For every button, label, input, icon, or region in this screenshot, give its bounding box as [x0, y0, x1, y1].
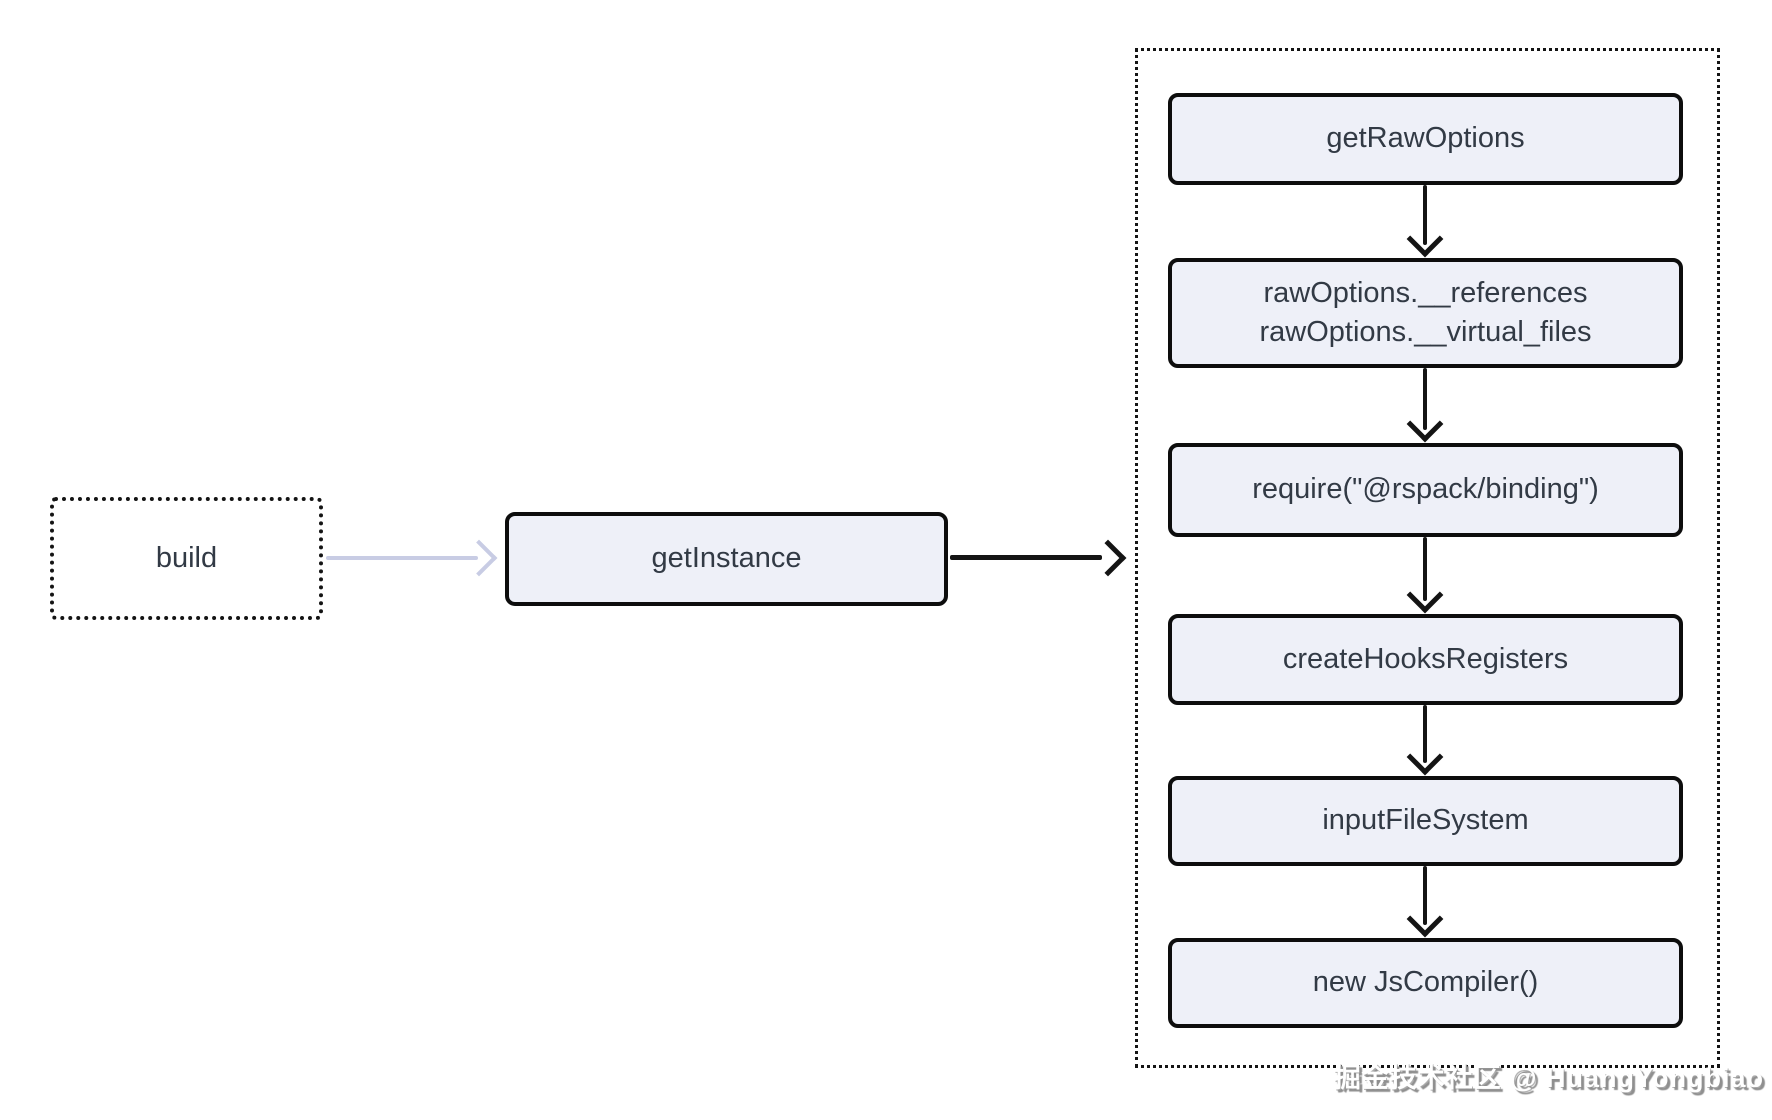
subgraph-container: [1135, 48, 1720, 1068]
arrowhead-right-icon: [1089, 539, 1127, 577]
watermark: 掘金技术社区 @ HuangYongbiao: [1333, 1063, 1764, 1093]
edge-getinstance-to-group-line: [950, 555, 1102, 560]
edge-chain-3-line: [1423, 705, 1427, 763]
node-getinstance-label: getInstance: [651, 542, 802, 575]
node-getrawoptions-label: getRawOptions: [1326, 122, 1525, 155]
node-require-binding: require("@rspack/binding"): [1168, 443, 1683, 537]
node-getrawoptions: getRawOptions: [1168, 93, 1683, 185]
node-inputfilesystem-label: inputFileSystem: [1322, 804, 1529, 837]
node-createhooksregisters-label: createHooksRegisters: [1282, 642, 1569, 675]
edge-chain-0-line: [1423, 185, 1427, 245]
edge-chain-4-line: [1423, 866, 1427, 925]
edge-chain-1-line: [1423, 368, 1427, 430]
arrowhead-right-muted-icon: [460, 539, 498, 577]
edge-build-to-getinstance-line: [326, 556, 478, 560]
node-build: build: [50, 497, 323, 620]
node-new-jscompiler: new JsCompiler(): [1168, 938, 1683, 1028]
node-inputfilesystem: inputFileSystem: [1168, 776, 1683, 866]
node-require-binding-label: require("@rspack/binding"): [1252, 473, 1599, 506]
node-rawoptions-fields-label: rawOptions.__references rawOptions.__vir…: [1259, 276, 1592, 348]
node-rawoptions-fields: rawOptions.__references rawOptions.__vir…: [1168, 258, 1683, 368]
node-new-jscompiler-label: new JsCompiler(): [1312, 966, 1539, 999]
node-build-label: build: [155, 541, 218, 574]
node-getinstance: getInstance: [505, 512, 948, 606]
node-createhooksregisters: createHooksRegisters: [1168, 614, 1683, 705]
edge-chain-2-line: [1423, 537, 1427, 601]
